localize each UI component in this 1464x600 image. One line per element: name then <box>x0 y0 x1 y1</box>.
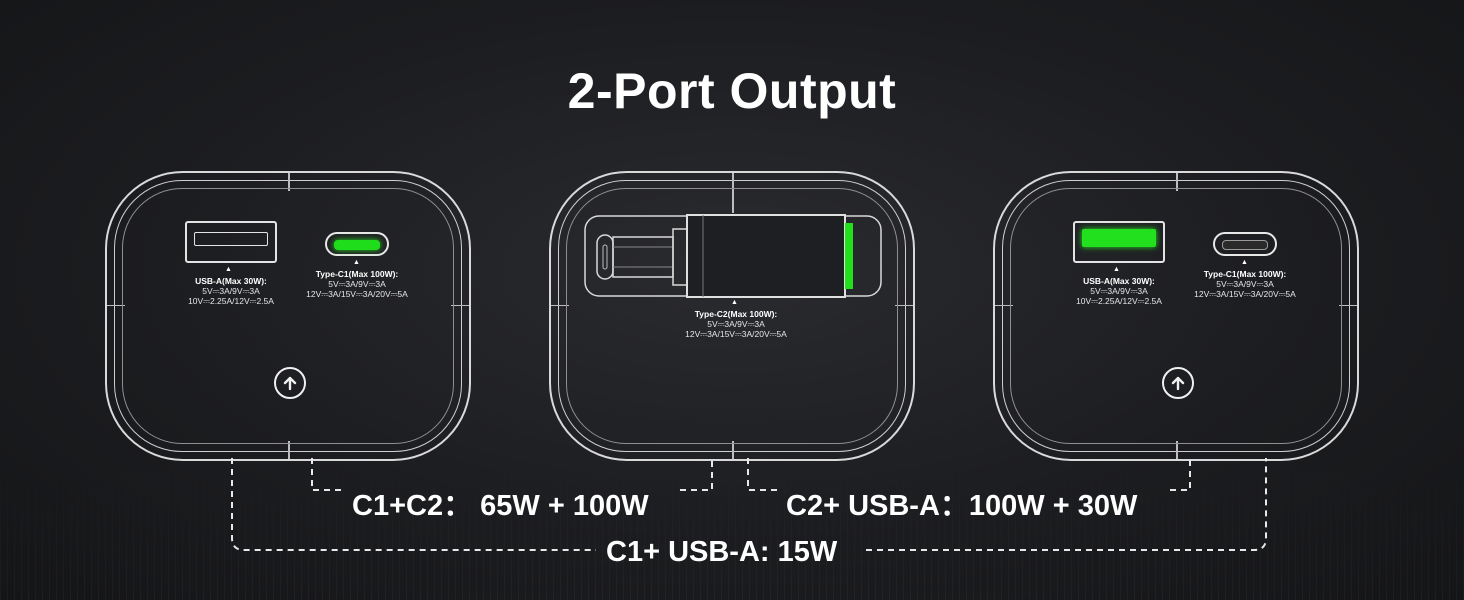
connector-c1-usba-left <box>231 458 596 551</box>
charger-left: ▲ USB-A(Max 30W): 5V⎓3A/9V⎓3A 10V⎓2.25A/… <box>105 171 471 461</box>
combo-c1-usba: C1+ USB-A: 15W <box>606 536 838 568</box>
connector-c1-usba-right <box>866 458 1267 551</box>
page-title: 2-Port Output <box>567 63 897 119</box>
seam <box>995 304 1013 307</box>
charger-middle: ▲ Type-C2(Max 100W): 5V⎓3A/9V⎓3A 12V⎓3A/… <box>549 171 915 461</box>
combo-c2-usba: C2+ USB-A：100W + 30W <box>786 490 1138 522</box>
connector-c1-c2-left <box>311 458 344 491</box>
seam <box>895 304 913 307</box>
seam <box>1339 304 1357 307</box>
seam <box>451 304 469 307</box>
seam <box>551 304 569 307</box>
seam <box>288 441 290 459</box>
connector-c2-usba-right <box>1170 458 1191 491</box>
seam <box>1176 441 1178 459</box>
charger-right: ▲ USB-A(Max 30W): 5V⎓3A/9V⎓3A 10V⎓2.25A/… <box>993 171 1359 461</box>
connector-c2-usba-left <box>747 458 780 491</box>
connector-c1-c2-right <box>680 458 713 491</box>
combo-c1-c2: C1+C2： 65W + 100W <box>352 490 649 522</box>
seam <box>288 173 290 191</box>
seam <box>732 441 734 459</box>
seam <box>107 304 125 307</box>
seam <box>1176 173 1178 191</box>
